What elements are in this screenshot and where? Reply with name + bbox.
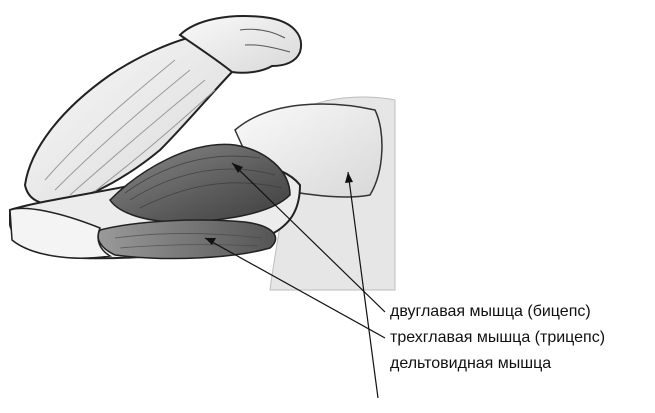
label-triceps: трехглавая мышца (трицепс) (390, 328, 605, 347)
triceps-shape (98, 220, 275, 258)
label-biceps: двуглавая мышца (бицепс) (390, 302, 591, 321)
label-deltoid: дельтовидная мышца (390, 354, 551, 373)
